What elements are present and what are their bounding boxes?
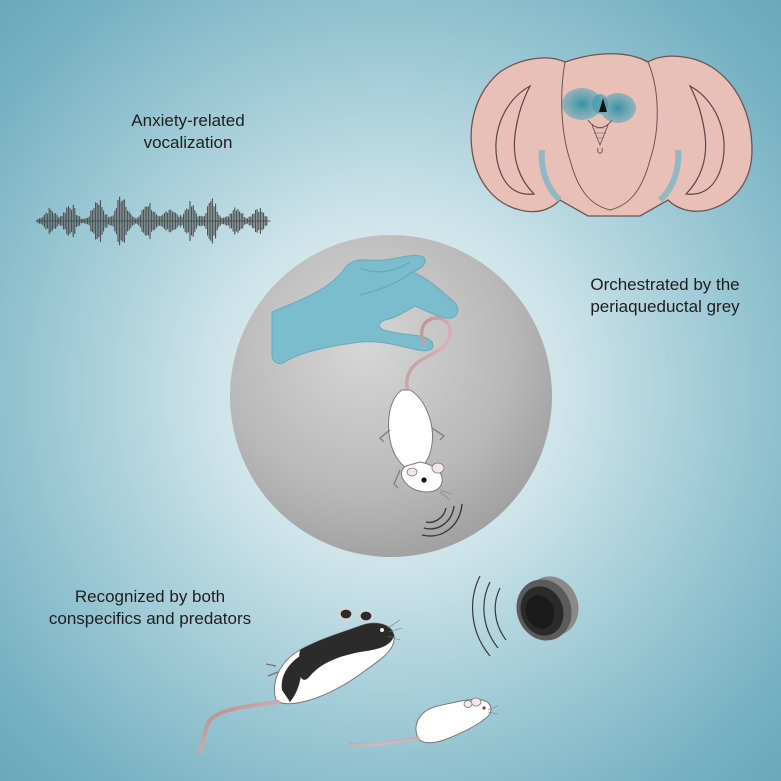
speaker-sound-arcs <box>471 575 507 657</box>
tail-suspended-mouse-icon <box>379 389 453 501</box>
caption-line: vocalization <box>143 133 233 152</box>
anxiety-vocalization-caption: Anxiety-related vocalization <box>108 110 268 154</box>
caption-line: periaqueductal grey <box>590 297 740 316</box>
brain-section-icon <box>470 53 753 217</box>
caption-line: conspecifics and predators <box>48 609 252 628</box>
white-mouse-icon <box>348 697 499 747</box>
recognition-caption: Recognized by both conspecifics and pred… <box>30 586 270 630</box>
sound-waveform-icon <box>35 196 271 246</box>
mouse-tail <box>405 316 452 394</box>
speaker-icon <box>471 575 579 657</box>
pag-caption: Orchestrated by the periaqueductal grey <box>560 274 770 318</box>
hooded-rat-icon <box>198 608 403 754</box>
caption-line: Orchestrated by the <box>590 275 740 294</box>
waveform-bursts <box>37 196 268 246</box>
caption-line: Anxiety-related <box>131 111 245 130</box>
sound-wave-arcs-icon <box>421 503 463 537</box>
caption-line: Recognized by both <box>74 587 226 606</box>
gloved-hand-icon <box>271 255 459 365</box>
